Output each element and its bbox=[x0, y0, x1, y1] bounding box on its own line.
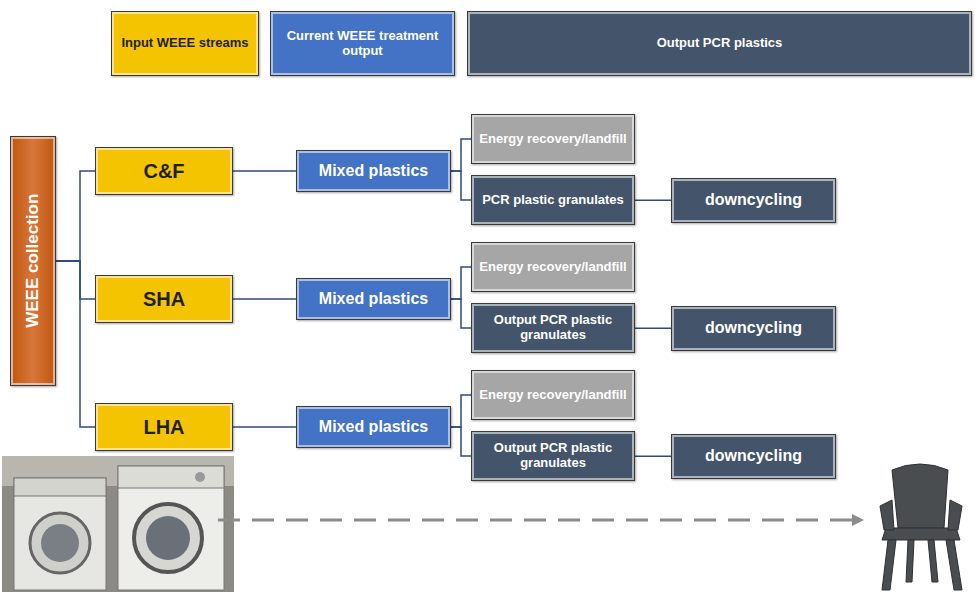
result-box: downcycling bbox=[671, 434, 836, 479]
node-label: WEEE collection bbox=[23, 194, 43, 328]
connector bbox=[635, 200, 671, 201]
treatment-box: Mixed plastics bbox=[296, 278, 451, 320]
node-label: SHA bbox=[143, 288, 185, 311]
node-label: Energy recovery/landfill bbox=[479, 132, 626, 147]
connector bbox=[233, 427, 296, 428]
node-label: Output PCR plastic granulates bbox=[478, 313, 628, 343]
connector bbox=[451, 395, 471, 427]
column-header: Output PCR plastics bbox=[467, 11, 972, 76]
node-label: downcycling bbox=[705, 319, 802, 337]
stream-box: SHA bbox=[95, 275, 233, 323]
node-label: PCR plastic granulates bbox=[482, 193, 624, 208]
connector bbox=[635, 456, 671, 457]
node-label: Mixed plastics bbox=[319, 290, 428, 308]
disposal-box: Energy recovery/landfill bbox=[471, 370, 635, 420]
connector bbox=[56, 171, 95, 261]
node-label: Input WEEE streams bbox=[121, 36, 248, 51]
node-label: Output PCR plastic granulates bbox=[478, 441, 628, 471]
connector bbox=[233, 299, 296, 300]
node-label: C&F bbox=[143, 160, 184, 183]
stream-box: LHA bbox=[95, 403, 233, 451]
washing-machines-photo bbox=[2, 456, 234, 592]
disposal-box: Energy recovery/landfill bbox=[471, 114, 635, 164]
node-label: Mixed plastics bbox=[319, 162, 428, 180]
connector bbox=[451, 427, 471, 456]
column-header: Input WEEE streams bbox=[111, 11, 259, 76]
connector bbox=[451, 299, 471, 328]
connector bbox=[635, 328, 671, 329]
plastic-chair bbox=[880, 464, 962, 590]
connector bbox=[56, 261, 95, 427]
node-label: Mixed plastics bbox=[319, 418, 428, 436]
output-box: PCR plastic granulates bbox=[471, 175, 635, 225]
output-box: Output PCR plastic granulates bbox=[471, 431, 635, 481]
collection-band: WEEE collection bbox=[10, 136, 56, 386]
node-label: Energy recovery/landfill bbox=[479, 260, 626, 275]
disposal-box: Energy recovery/landfill bbox=[471, 242, 635, 292]
result-box: downcycling bbox=[671, 178, 836, 223]
stream-box: C&F bbox=[95, 147, 233, 195]
node-label: downcycling bbox=[705, 191, 802, 209]
connector bbox=[451, 139, 471, 171]
output-box: Output PCR plastic granulates bbox=[471, 303, 635, 353]
connector bbox=[233, 171, 296, 172]
node-label: downcycling bbox=[705, 447, 802, 465]
node-label: Output PCR plastics bbox=[657, 36, 783, 51]
node-label: Current WEEE treatment output bbox=[277, 29, 448, 59]
result-box: downcycling bbox=[671, 306, 836, 351]
treatment-box: Mixed plastics bbox=[296, 406, 451, 448]
node-label: Energy recovery/landfill bbox=[479, 388, 626, 403]
connector bbox=[56, 261, 95, 299]
connector bbox=[451, 267, 471, 299]
connector bbox=[451, 171, 471, 200]
node-label: LHA bbox=[143, 416, 184, 439]
treatment-box: Mixed plastics bbox=[296, 150, 451, 192]
column-header: Current WEEE treatment output bbox=[270, 11, 455, 76]
dashed-arrow bbox=[218, 514, 864, 526]
